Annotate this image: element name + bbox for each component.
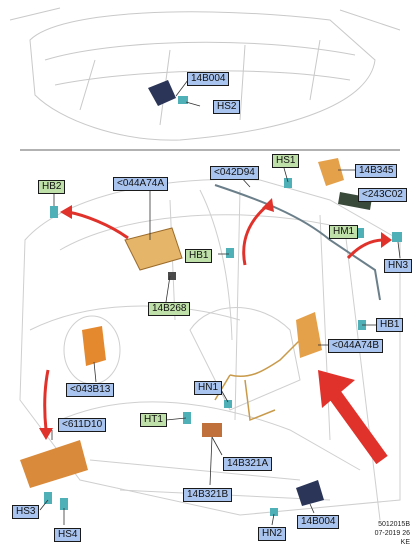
deploy-arrow-rear: [346, 238, 385, 260]
callout-043b13: <043B13: [66, 383, 115, 397]
steering-wheel-airbag: [82, 326, 106, 366]
callout-243c02: <243C02: [358, 188, 407, 202]
callout-044a74b: <044A74B: [328, 339, 383, 353]
drawing-code: 5012015B: [378, 521, 410, 528]
front-bumper-outline: [29, 11, 376, 141]
connector-14b268: [168, 272, 176, 280]
callout-hb1-left: HB1: [185, 249, 213, 263]
connector-hm1: [356, 228, 364, 238]
callout-611d10: <611D10: [58, 418, 107, 432]
callout-hn1: HN1: [194, 381, 223, 395]
callout-hs1: HS1: [272, 154, 300, 168]
callout-14b004-front-sensor: 14B004: [187, 72, 230, 86]
callout-14b268: 14B268: [148, 302, 191, 316]
pretensioner: [318, 158, 344, 186]
connector-hs3: [44, 492, 52, 504]
front-sensor-connector: [178, 96, 188, 104]
curtain-airbag-rail: [214, 184, 381, 301]
drawing-initials: KE: [400, 539, 410, 546]
callout-hs2: HS2: [213, 100, 241, 114]
connector-hn2: [270, 508, 278, 516]
connector-hb1-left: [226, 248, 234, 258]
drawing-footer: 5012015B 07-2019 26 KE: [375, 520, 410, 547]
drawing-date: 07-2019 26: [374, 530, 410, 537]
callout-14b004-rear-sensor: 14B004: [297, 515, 340, 529]
callout-hb1-right: HB1: [376, 318, 404, 332]
rear-sensor: [296, 480, 324, 506]
connector-ht1: [183, 412, 191, 424]
callout-hs3: HS3: [12, 505, 40, 519]
connector-hs1: [284, 178, 292, 188]
cabin-outline: [19, 178, 401, 516]
restraint-control-module: [202, 423, 222, 437]
knee-airbag-module: [20, 440, 88, 488]
callout-hn3: HN3: [384, 259, 413, 273]
callout-ht1: HT1: [140, 413, 167, 427]
deploy-arrow-curtain: [242, 203, 269, 266]
callout-hn2: HN2: [258, 527, 287, 541]
side-impact-arrow: [329, 390, 388, 465]
callout-042d94: <042D94: [210, 166, 259, 180]
connector-hb2: [50, 206, 58, 218]
connector-hn3: [392, 232, 402, 242]
callout-14b321a: 14B321A: [223, 457, 273, 471]
front-sensor: [148, 80, 176, 106]
side-airbag-module: [296, 312, 322, 358]
deploy-arrow-passenger: [67, 210, 129, 240]
connector-hn1: [224, 400, 232, 408]
callout-hb2: HB2: [38, 180, 66, 194]
callout-044a74a: <044A74A: [113, 177, 168, 191]
callout-14b321b: 14B321B: [183, 488, 233, 502]
wiring-harness: [214, 339, 301, 422]
deploy-arrow-knee: [43, 369, 50, 431]
callout-hm1: HM1: [329, 225, 359, 239]
callout-hs4: HS4: [54, 528, 82, 542]
callout-14b345: 14B345: [355, 164, 398, 178]
passenger-airbag-module: [124, 227, 183, 271]
connector-hs4: [60, 498, 68, 510]
